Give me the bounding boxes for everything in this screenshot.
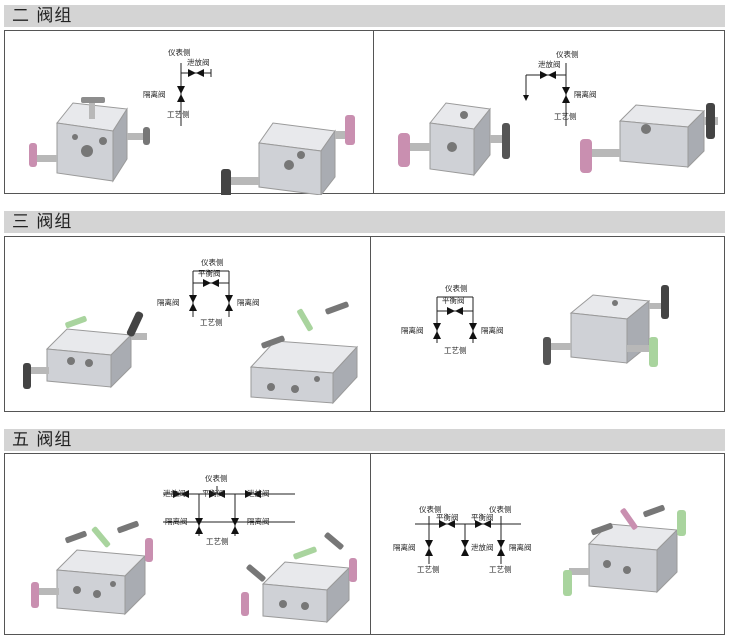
manifold-block-illustration <box>398 102 510 177</box>
manifold-block-illustration <box>543 285 669 367</box>
five-valve-b-figure: 仪表侧 平衡阀 平衡阀 仪表侧 隔离阀 泄放阀 隔离阀 工艺侧 工艺侧 <box>393 504 686 596</box>
manifold-block-illustration <box>31 520 153 616</box>
panel-three-valve-b: 仪表侧 平衡阀 隔离阀 隔离阀 工艺侧 <box>370 236 725 412</box>
three-valve-b-figure: 仪表侧 平衡阀 隔离阀 隔离阀 工艺侧 <box>401 283 669 367</box>
section-title: 二 阀组 <box>12 6 73 26</box>
three-valve-a-figure: 仪表侧 平衡阀 隔离阀 隔离阀 工艺侧 <box>23 257 359 405</box>
label-process-side: 工艺侧 <box>554 111 577 121</box>
panel-two-valve-a: 仪表侧 泄放阀 隔离阀 工艺侧 <box>4 30 374 195</box>
manifold-block-illustration <box>563 504 686 596</box>
two-valve-b-figure: 仪表侧 泄放阀 隔离阀 工艺侧 <box>398 49 718 177</box>
label-drain-valve: 泄放阀 <box>163 488 186 498</box>
two-valve-a-figure: 仪表侧 泄放阀 隔离阀 工艺侧 <box>29 47 355 195</box>
section-title: 五 阀组 <box>12 430 73 450</box>
label-process-side: 工艺侧 <box>167 109 190 119</box>
label-isolation-valve: 隔离阀 <box>157 297 180 307</box>
label-isolation-valve: 隔离阀 <box>143 89 166 99</box>
label-process-side: 工艺侧 <box>489 564 512 574</box>
manifold-block-illustration <box>29 97 150 183</box>
panel-two-valve-b: 仪表侧 泄放阀 隔离阀 工艺侧 <box>373 30 725 194</box>
manifold-block-illustration <box>221 115 355 195</box>
label-isolation-valve: 隔离阀 <box>481 325 504 335</box>
label-process-side: 工艺侧 <box>417 564 440 574</box>
manifold-block-illustration <box>23 311 147 389</box>
label-balance-valve: 平衡阀 <box>198 268 221 278</box>
section-title: 三 阀组 <box>12 212 73 232</box>
panel-five-valve-b: 仪表侧 平衡阀 平衡阀 仪表侧 隔离阀 泄放阀 隔离阀 工艺侧 工艺侧 <box>370 453 725 635</box>
panel-five-valve-a: 仪表侧 泄放阀 平衡阀 泄放阀 隔离阀 隔离阀 工艺侧 <box>4 453 371 635</box>
five-valve-a-figure: 仪表侧 泄放阀 平衡阀 泄放阀 隔离阀 隔离阀 工艺侧 <box>31 473 357 624</box>
label-balance-valve: 平衡阀 <box>442 295 465 305</box>
label-balance-valve: 平衡阀 <box>202 488 225 498</box>
label-drain-valve: 泄放阀 <box>247 488 270 498</box>
label-isolation-valve: 隔离阀 <box>401 325 424 335</box>
label-process-side: 工艺侧 <box>206 536 229 546</box>
label-drain-valve: 泄放阀 <box>187 57 210 67</box>
label-isolation-valve: 隔离阀 <box>509 542 532 552</box>
label-instrument-side: 仪表侧 <box>556 49 579 59</box>
manifold-block-illustration <box>580 103 718 173</box>
label-drain-valve: 泄放阀 <box>471 542 494 552</box>
label-process-side: 工艺侧 <box>444 345 467 355</box>
label-instrument-side: 仪表侧 <box>489 504 512 514</box>
label-instrument-side: 仪表侧 <box>419 504 442 514</box>
manifold-block-illustration <box>249 301 359 405</box>
label-instrument-side: 仪表侧 <box>201 257 224 267</box>
label-drain-valve: 泄放阀 <box>538 59 561 69</box>
manifold-block-illustration <box>241 532 357 624</box>
section-header-five-valve: 五 阀组 <box>4 429 725 451</box>
section-header-three-valve: 三 阀组 <box>4 211 725 233</box>
label-isolation-valve: 隔离阀 <box>574 89 597 99</box>
label-instrument-side: 仪表侧 <box>445 283 468 293</box>
label-isolation-valve: 隔离阀 <box>237 297 260 307</box>
label-process-side: 工艺侧 <box>200 317 223 327</box>
label-instrument-side: 仪表侧 <box>205 473 228 483</box>
label-balance-valve: 平衡阀 <box>436 512 459 522</box>
label-balance-valve: 平衡阀 <box>471 512 494 522</box>
panel-three-valve-a: 仪表侧 平衡阀 隔离阀 隔离阀 工艺侧 <box>4 236 371 412</box>
label-instrument-side: 仪表侧 <box>168 47 191 57</box>
label-isolation-valve: 隔离阀 <box>165 516 188 526</box>
label-isolation-valve: 隔离阀 <box>247 516 270 526</box>
label-isolation-valve: 隔离阀 <box>393 542 416 552</box>
section-header-two-valve: 二 阀组 <box>4 5 725 27</box>
